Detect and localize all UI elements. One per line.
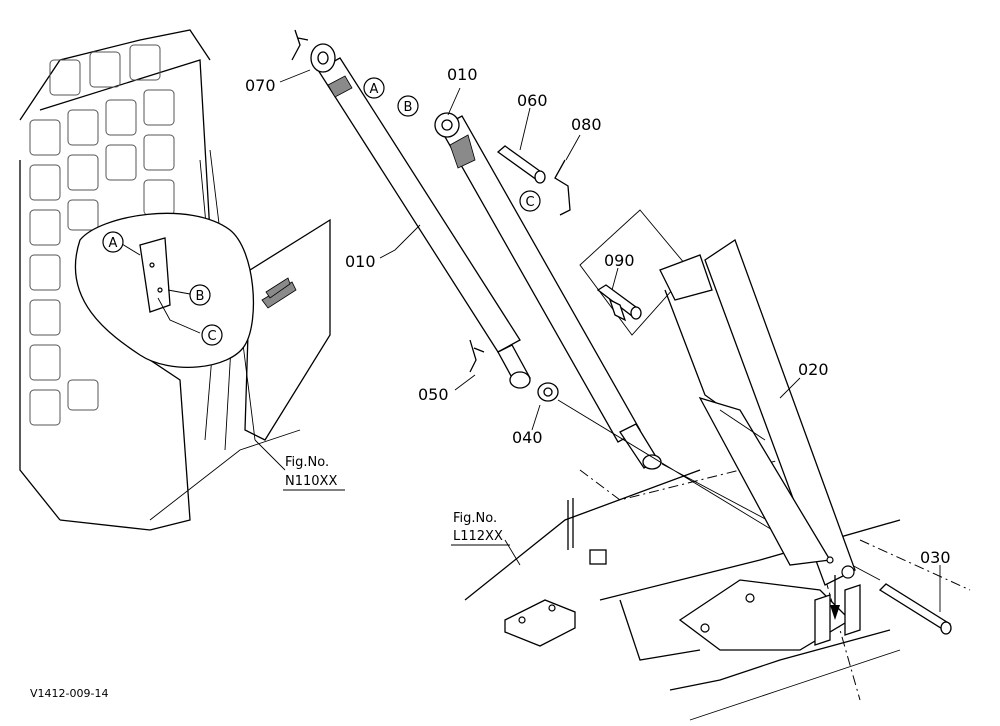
lever-020 (579, 209, 856, 586)
pin-030 (878, 583, 952, 635)
pin-060 (496, 145, 546, 184)
callout-a-top: A (363, 77, 385, 99)
svg-text:A: A (109, 236, 118, 251)
label-070: 070 (245, 76, 276, 95)
label-010-a: 010 (345, 252, 376, 271)
svg-text:Fig.No.: Fig.No. (453, 511, 497, 526)
callout-a-detail: A (102, 231, 124, 253)
lever-bracket (814, 575, 861, 646)
cab-grille (19, 29, 233, 531)
side-panel (239, 218, 331, 441)
clip-050 (469, 339, 485, 373)
clip-080 (554, 159, 571, 216)
pin-090 (596, 284, 642, 322)
gas-strut-010-a (310, 43, 531, 389)
svg-text:B: B (196, 289, 205, 304)
label-010-b: 010 (447, 65, 478, 84)
label-080: 080 (571, 115, 602, 134)
callout-c-top: C (519, 190, 541, 212)
callout-b-detail: B (189, 284, 211, 306)
label-040: 040 (512, 428, 543, 447)
label-020: 020 (798, 360, 829, 379)
fig-ref-l112xx: Fig.No. L112XX (451, 511, 510, 546)
gas-strut-010-b (434, 112, 662, 470)
svg-text:L112XX: L112XX (453, 529, 503, 544)
detail-bubble (74, 212, 254, 368)
leader-lines (254, 69, 941, 612)
label-060: 060 (517, 91, 548, 110)
svg-text:C: C (525, 195, 534, 210)
callout-b-top: B (397, 95, 419, 117)
fig-ref-n110xx: Fig.No. N110XX (283, 455, 345, 491)
label-030: 030 (920, 548, 951, 567)
svg-text:Fig.No.: Fig.No. (285, 455, 329, 470)
svg-text:C: C (207, 329, 216, 344)
clip-070 (291, 29, 309, 61)
callout-c-detail: C (201, 324, 223, 346)
svg-text:A: A (370, 82, 379, 97)
label-050: 050 (418, 385, 449, 404)
floor-frame (149, 429, 971, 721)
svg-text:B: B (404, 100, 413, 115)
svg-text:N110XX: N110XX (285, 474, 337, 489)
washer-040 (537, 382, 559, 402)
drawing-id: V1412-009-14 (30, 687, 108, 700)
label-090: 090 (604, 251, 635, 270)
